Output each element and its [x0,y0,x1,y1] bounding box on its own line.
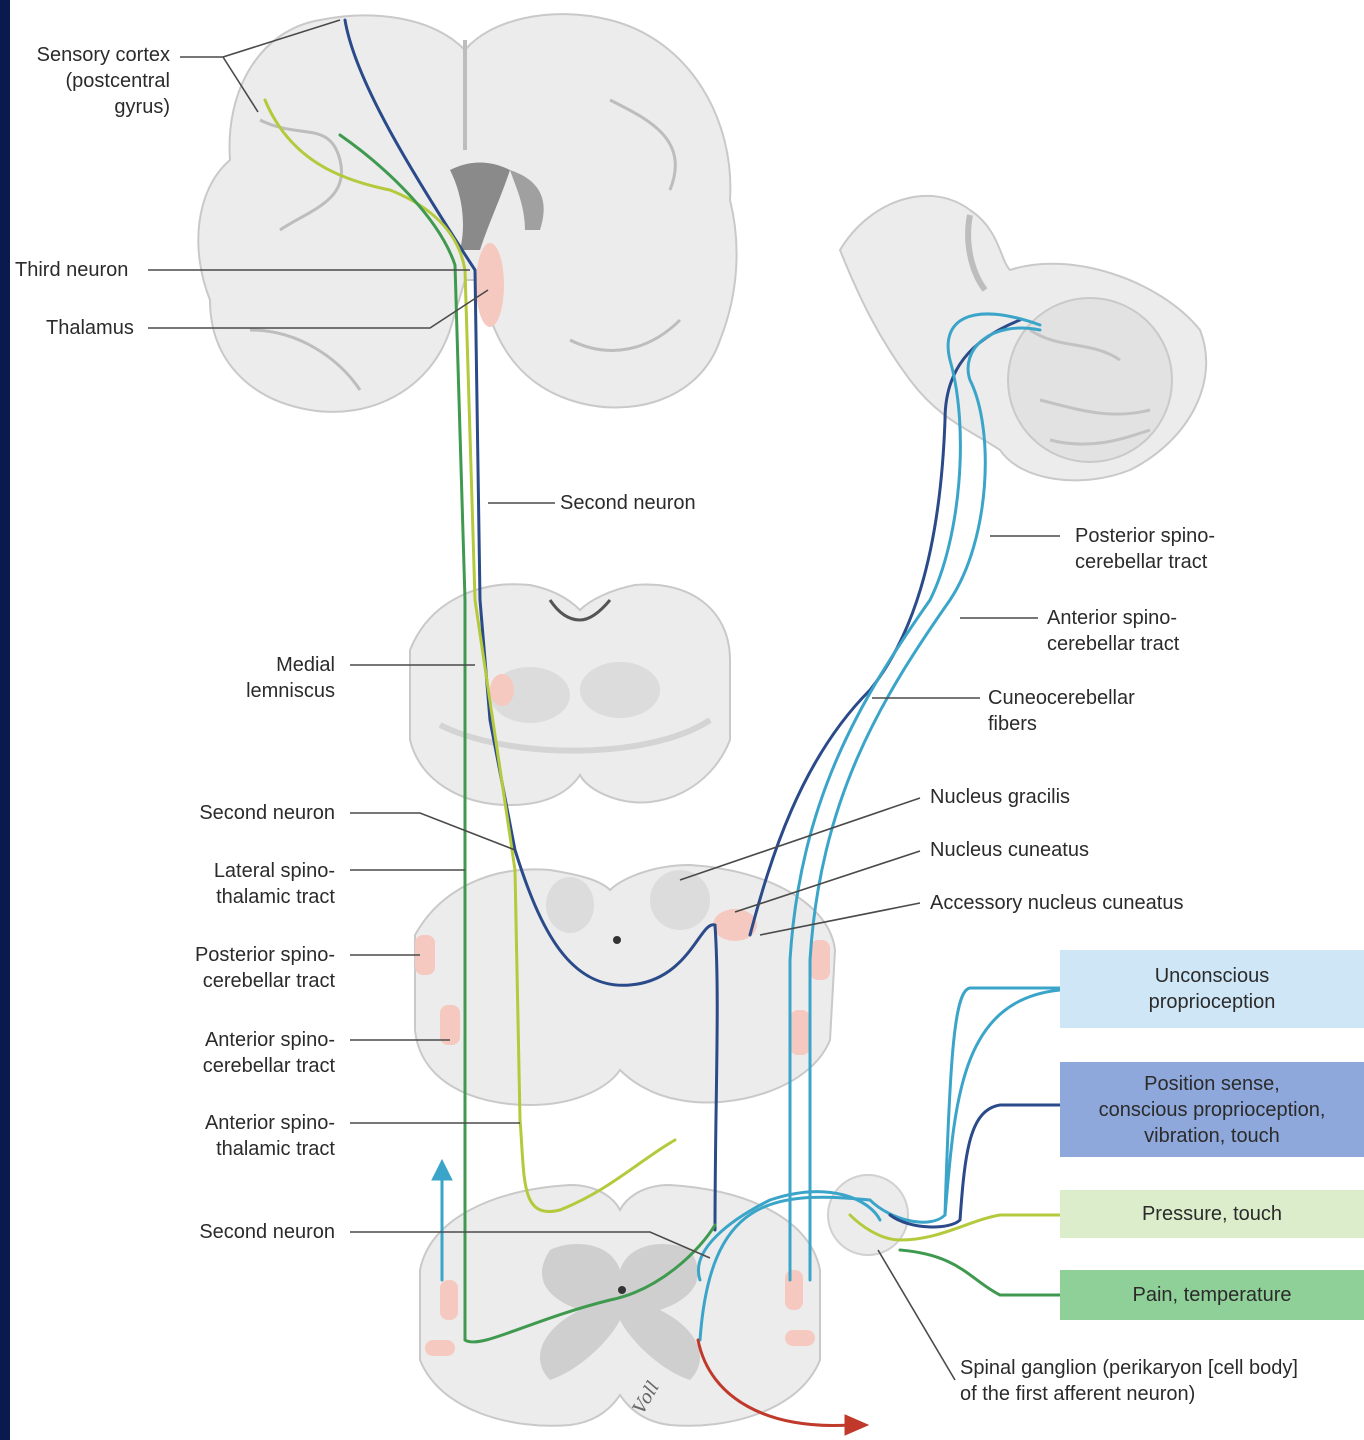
label-second-neuron-bottom: Second neuron [160,1219,335,1245]
legend-pressure-touch-text: Pressure, touch [1142,1201,1282,1227]
diagram-canvas: Sensory cortex (postcentral gyrus) Third… [10,0,1364,1440]
label-lateral-spinothalamic: Lateral spino- thalamic tract [160,858,335,910]
label-cuneocerebellar: Cuneocerebellar fibers [988,685,1188,737]
legend-pain-temperature-text: Pain, temperature [1133,1282,1292,1308]
label-anterior-spinocerebellar-right: Anterior spino- cerebellar tract [1047,605,1247,657]
thalamus-nucleus [476,243,504,327]
label-anterior-spinocerebellar-left: Anterior spino- cerebellar tract [160,1027,335,1079]
label-accessory-nucleus-cuneatus: Accessory nucleus cuneatus [930,890,1230,916]
label-second-neuron-mid: Second neuron [160,800,335,826]
medulla-upper-section [410,584,730,805]
cerebellum-section [840,196,1206,481]
legend-unconscious-proprioception: Unconscious proprioception [1060,950,1364,1028]
legend-pain-temperature: Pain, temperature [1060,1270,1364,1320]
spinal-ganglion [828,1175,908,1255]
label-spinal-ganglion: Spinal ganglion (perikaryon [cell body] … [960,1355,1360,1407]
label-posterior-spinocerebellar-right: Posterior spino- cerebellar tract [1075,523,1275,575]
label-nucleus-gracilis: Nucleus gracilis [930,784,1170,810]
label-anterior-spinothalamic: Anterior spino- thalamic tract [160,1110,335,1162]
label-medial-lemniscus: Medial lemniscus [210,652,335,704]
label-posterior-spinocerebellar-left: Posterior spino- cerebellar tract [160,942,335,994]
label-nucleus-cuneatus: Nucleus cuneatus [930,837,1170,863]
legend-position-sense: Position sense, conscious proprioception… [1060,1062,1364,1157]
legend-pressure-touch: Pressure, touch [1060,1190,1364,1238]
label-thalamus: Thalamus [46,315,156,341]
legend-position-sense-text: Position sense, conscious proprioception… [1099,1071,1326,1149]
label-sensory-cortex: Sensory cortex (postcentral gyrus) [20,42,170,120]
label-third-neuron: Third neuron [15,257,155,283]
label-second-neuron-top: Second neuron [560,490,730,516]
legend-unconscious-proprioception-text: Unconscious proprioception [1149,963,1276,1015]
